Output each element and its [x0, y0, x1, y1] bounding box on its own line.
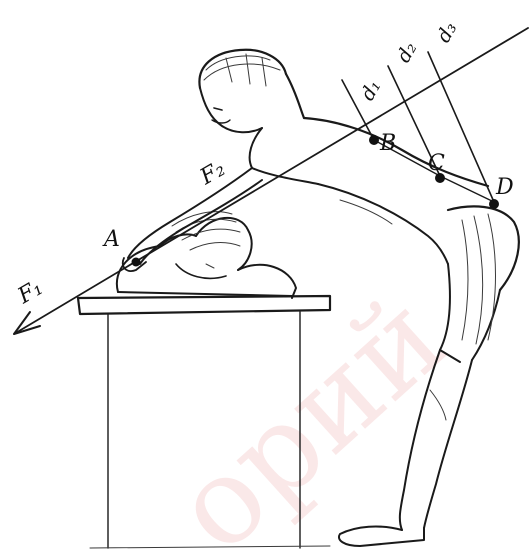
- lying-partner: [117, 212, 296, 298]
- point-a-dot: [132, 258, 141, 267]
- moment-arms: [342, 52, 494, 202]
- label-distance-3: d₃: [432, 18, 461, 46]
- label-distance-1: d₁: [356, 76, 385, 104]
- label-point-c: C: [428, 151, 445, 176]
- label-force-2: F₂: [195, 156, 229, 190]
- point-d-dot: [489, 199, 499, 209]
- label-point-a: A: [102, 227, 120, 252]
- label-point-d: D: [495, 175, 514, 200]
- label-distance-2: d₂: [392, 38, 421, 66]
- label-point-b: B: [379, 131, 396, 156]
- label-force-1: F₁: [13, 275, 47, 309]
- point-b-dot: [369, 135, 379, 145]
